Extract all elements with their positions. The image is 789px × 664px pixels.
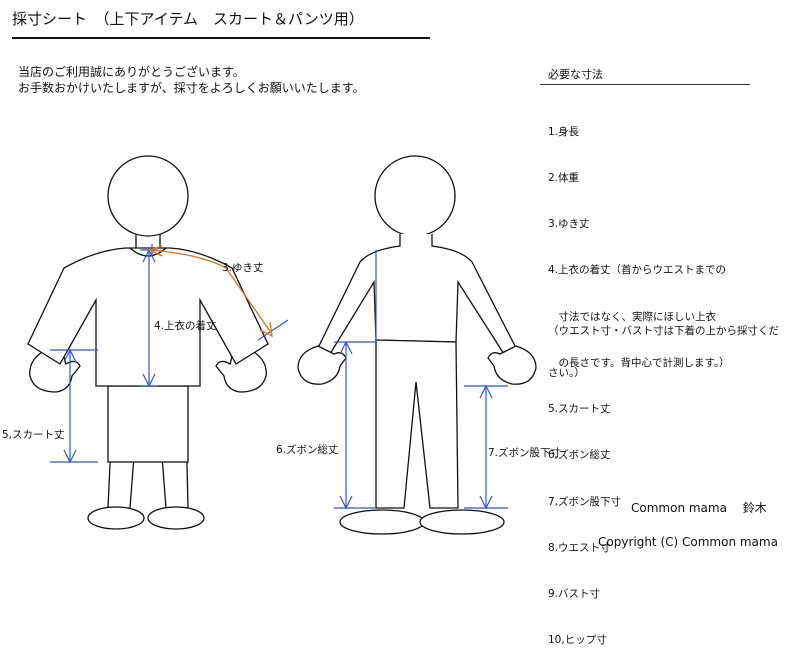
label-zubon-total: 6.ズボン総丈	[276, 443, 339, 456]
yuki-arrow-end	[259, 321, 273, 338]
greeting-line-1: 当店のご利用誠にありがとうございます。	[18, 65, 245, 79]
brand-text: Common mama 鈴木	[631, 501, 767, 515]
required-item: 6,ズボン総丈	[548, 449, 611, 462]
skirt-arrow-top	[63, 348, 77, 363]
greeting-line-2: お手数おかけいたしますが、採寸をよろしくお願いいたします。	[18, 81, 365, 95]
measurement-diagram: 3.ゆき丈 4.上衣の着丈 5,スカート丈 6.ズボン総丈 7.ズボン股下寸	[2, 155, 561, 535]
yuki-measure-line	[148, 245, 273, 338]
right-figure-head	[374, 155, 456, 237]
yuki-path	[149, 249, 273, 335]
note-line-1: （ウエスト寸・バスト寸は下着の上から採寸くだ	[548, 325, 779, 337]
left-figure-hand-l	[29, 349, 81, 393]
right-figure-body	[317, 234, 517, 355]
figure-pants	[297, 155, 537, 535]
zubon-total-arrow-top	[339, 340, 353, 355]
required-underline	[540, 84, 750, 85]
wrist-tick	[257, 319, 289, 341]
required-item: 寸法ではなく、実際にほしい上衣	[548, 310, 716, 323]
required-heading: 必要な寸法	[548, 68, 603, 81]
zubon-total-arrow-bottom	[339, 495, 353, 510]
label-uwagi: 4.上衣の着丈	[154, 319, 217, 332]
left-figure-head	[107, 155, 189, 237]
right-figure-pants	[375, 339, 459, 509]
note-line-2: さい。）	[548, 367, 585, 379]
required-item: 7,ズボン股下寸	[548, 495, 622, 508]
measurement-note: （ウエスト寸・バスト寸は下着の上から採寸くだ さい。）	[548, 296, 779, 394]
skirt-arrow-bottom	[63, 449, 77, 464]
page-title: 採寸シート （上下アイテム スカート＆パンツ用）	[12, 10, 364, 28]
yuki-arrow-start	[148, 245, 163, 257]
label-yuki: 3.ゆき丈	[222, 262, 264, 274]
required-item: 10,ヒップ寸	[548, 634, 607, 647]
left-figure-collar	[129, 247, 167, 257]
required-item: 3.ゆき丈	[548, 218, 590, 231]
required-item: 4.上衣の着丈（首からウエストまでの	[548, 264, 727, 277]
required-item: 1.身長	[548, 125, 580, 138]
left-figure-hand-r	[215, 349, 267, 393]
title-underline	[12, 37, 430, 39]
required-item: 8.ウエスト寸	[548, 541, 611, 554]
required-item: 5.スカート丈	[548, 403, 611, 416]
right-figure-hand-l	[297, 345, 347, 385]
right-figure-shoe-l	[339, 509, 425, 535]
right-figure-hand-r	[487, 345, 537, 385]
right-measure-lines	[334, 250, 508, 510]
right-figure-shoe-r	[419, 509, 505, 535]
left-figure-skirt	[107, 385, 189, 463]
zubon-inseam-arrow-bottom	[479, 495, 493, 510]
greeting-text: 当店のご利用誠にありがとうございます。 お手数おかけいたしますが、採寸をよろしく…	[18, 64, 365, 96]
required-item: の長さです。背中心で計測します。）	[548, 356, 730, 369]
required-item: 2.体重	[548, 172, 580, 185]
label-skirt: 5,スカート丈	[2, 429, 65, 441]
required-item: 9.バスト寸	[548, 588, 601, 600]
figure-skirt	[27, 155, 269, 530]
left-figure-shoe-r	[147, 506, 205, 530]
left-figure-jacket	[27, 247, 269, 387]
label-zubon-inseam: 7.ズボン股下寸	[488, 446, 561, 459]
left-figure-shoe-l	[87, 506, 145, 530]
zubon-inseam-arrow-top	[479, 384, 493, 399]
copyright-text: Copyright (C) Common mama	[598, 535, 778, 549]
